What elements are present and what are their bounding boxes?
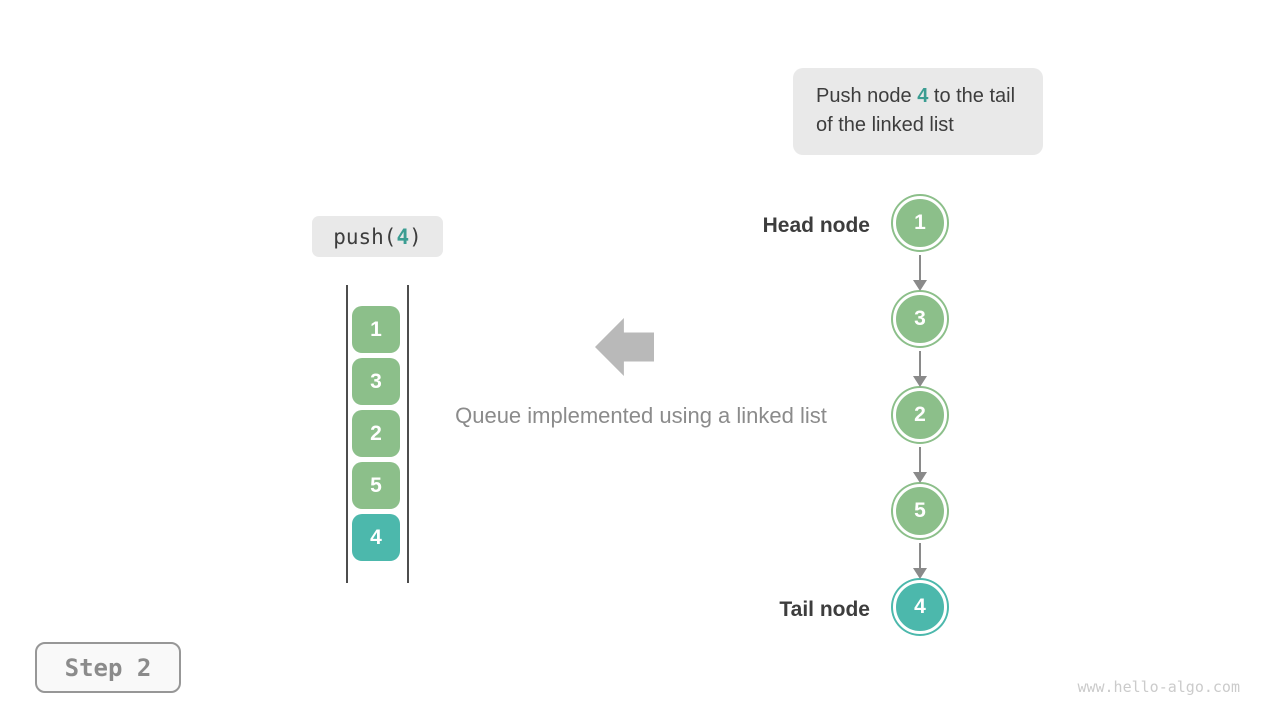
watermark: www.hello-algo.com [1077,678,1240,696]
operation-prefix: push( [333,224,397,249]
queue-item: 5 [352,462,400,509]
list-node-wrap: 1 [891,196,949,250]
annotation-highlight-value: 4 [917,85,929,107]
operation-label: push(4) [312,216,443,257]
down-arrow-icon [913,255,927,291]
annotation-text-suffix: to the tail of the linked list [816,85,1016,136]
diagram-caption: Queue implemented using a linked list [455,403,827,428]
list-node: 1 [893,196,947,250]
operation-suffix: ) [409,224,422,249]
operation-arg: 4 [396,224,410,249]
list-node: 2 [893,388,947,442]
list-node-wrap: 3 [891,292,949,346]
list-node-tail: 4 [893,580,947,634]
list-node: 5 [893,484,947,538]
queue-item-pushed: 4 [352,514,400,561]
list-node-wrap: 5 [891,484,949,538]
step-badge: Step 2 [35,642,181,693]
left-block-arrow-icon [595,318,654,376]
list-node-wrap: 4 [891,580,949,634]
queue-wall-right [407,285,409,583]
list-node-wrap: 2 [891,388,949,442]
annotation-callout: Push node 4 to the tail of the linked li… [793,68,1043,155]
queue-item: 2 [352,410,400,457]
down-arrow-icon [913,351,927,387]
list-node: 3 [893,292,947,346]
down-arrow-icon [913,447,927,483]
head-node-label: Head node [762,214,870,237]
tail-node-label: Tail node [779,598,870,621]
queue-wall-left [346,285,348,583]
queue-stack: 1 3 2 5 4 [352,306,400,561]
annotation-text-prefix: Push node [816,85,918,107]
down-arrow-icon [913,543,927,579]
queue-item: 3 [352,358,400,405]
queue-item: 1 [352,306,400,353]
